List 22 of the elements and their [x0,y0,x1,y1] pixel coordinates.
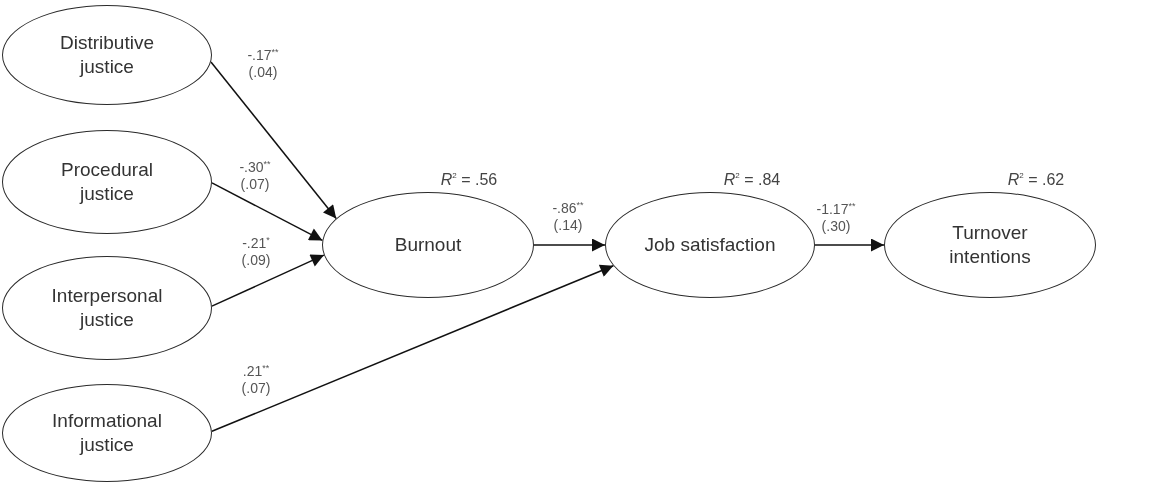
arrow [211,182,324,242]
path-coefficient: -.21$^{*}$ (.09) [241,235,271,269]
path-coefficient: -1.17$^{**}$ (.30) [816,201,856,235]
path-coefficient: -.30$^{**}$ (.07) [239,159,271,193]
r-squared-label: R$^{2}$ = .62 [1007,171,1065,189]
arrow [814,238,885,252]
arrow [533,238,606,252]
node-label: Interpersonal justice [50,284,164,332]
node-label: Job satisfaction [644,233,776,257]
path-coefficient: -.17$^{**}$ (.04) [247,47,279,81]
node-label: Informational justice [51,409,163,457]
path-coefficient: .21$^{**}$ (.07) [241,363,271,397]
arrow [211,264,615,433]
r-squared-label: R$^{2}$ = .84 [723,171,781,189]
node-label: Burnout [394,233,462,257]
arrow [210,61,337,220]
arrow [211,254,325,307]
path-coefficient: -.86$^{**}$ (.14) [552,200,584,234]
node-label: Turnover intentions [948,221,1032,269]
node-label: Procedural justice [60,158,154,206]
r-squared-label: R$^{2}$ = .56 [440,171,498,189]
node-label: Distributive justice [59,31,155,79]
